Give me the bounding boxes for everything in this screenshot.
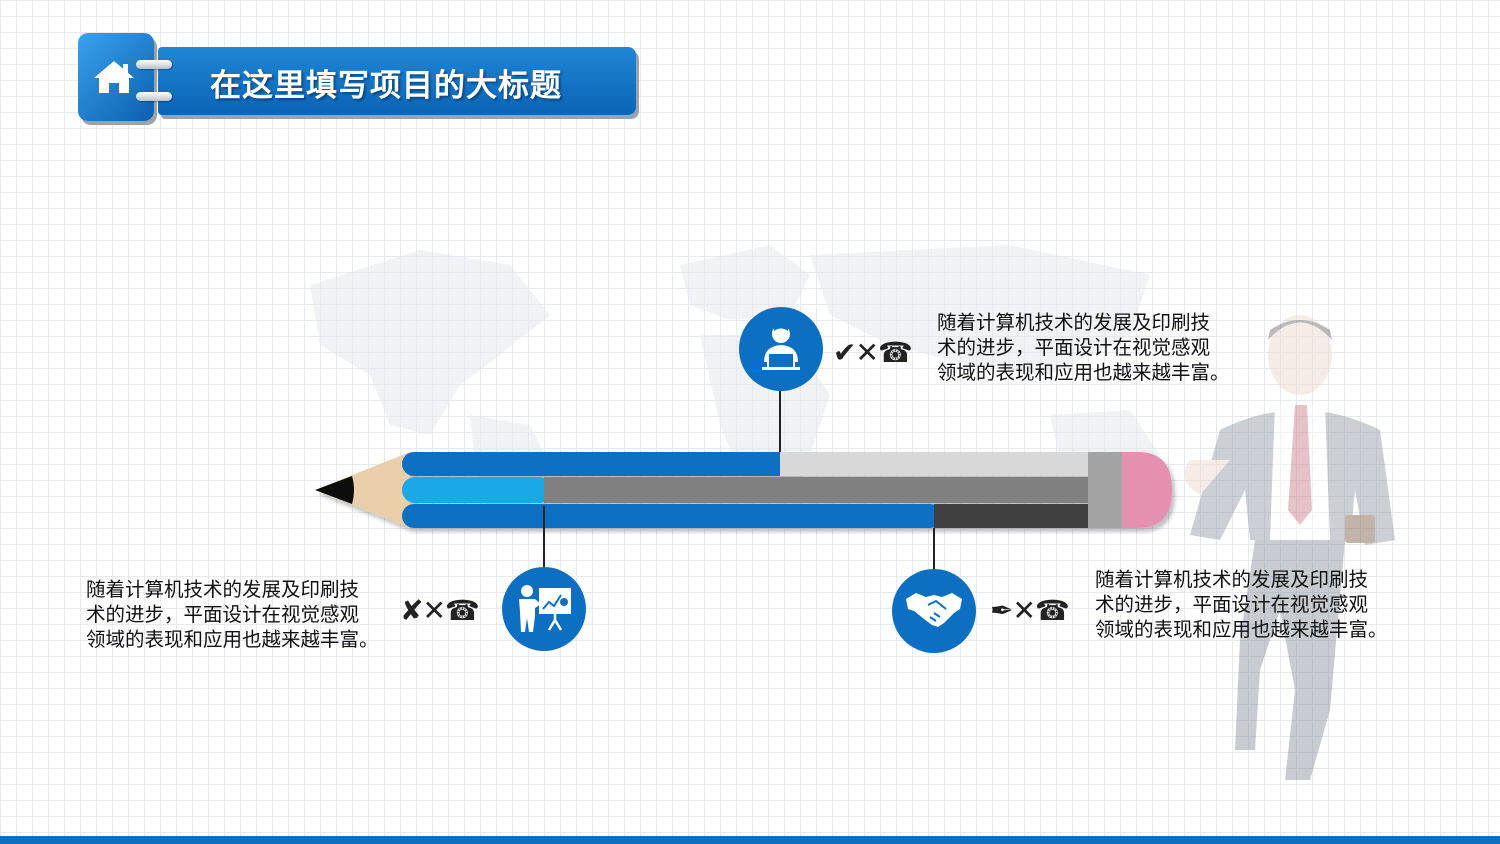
title-bar xyxy=(158,47,636,115)
description-line: 术的进步，平面设计在视觉感观 xyxy=(1095,593,1369,616)
wingdings-marks-right: ✒✕☎ xyxy=(990,594,1070,627)
description-top: 随着计算机技术的发展及印刷技 术的进步，平面设计在视觉感观 领域的表现和应用也越… xyxy=(937,310,1267,385)
description-line: 随着计算机技术的发展及印刷技 xyxy=(937,311,1211,334)
handshake-icon xyxy=(904,587,964,635)
pencil-tip-wood xyxy=(315,452,410,528)
businessman-photo xyxy=(1184,315,1395,780)
connector-line-left xyxy=(543,506,545,570)
wingdings-marks-top: ✔✕☎ xyxy=(833,336,913,369)
description-line: 术的进步，平面设计在视觉感观 xyxy=(937,336,1211,359)
pencil-stripe-mid-lightblue xyxy=(402,477,552,503)
home-icon xyxy=(92,59,136,99)
description-right: 随着计算机技术的发展及印刷技 术的进步，平面设计在视觉感观 领域的表现和应用也越… xyxy=(1095,567,1425,642)
home-button[interactable] xyxy=(78,33,154,121)
pencil-lead xyxy=(315,476,354,504)
description-line: 领域的表现和应用也越来越丰富。 xyxy=(937,361,1230,384)
pencil-timeline xyxy=(315,452,1172,528)
pencil-ferrule xyxy=(1088,452,1124,528)
wingdings-marks-left: ✘✕☎ xyxy=(400,594,480,627)
presentation-board-icon xyxy=(515,582,573,636)
description-line: 领域的表现和应用也越来越丰富。 xyxy=(86,628,379,651)
item-circle-right xyxy=(892,569,976,653)
pencil-stripe-bottom-blue xyxy=(402,504,942,528)
pencil-stripe-top-blue xyxy=(402,452,790,476)
description-line: 领域的表现和应用也越来越丰富。 xyxy=(1095,618,1388,641)
item-circle-top xyxy=(739,307,823,391)
page-title: 在这里填写项目的大标题 xyxy=(210,68,562,104)
bottom-bar xyxy=(0,836,1500,844)
binder-ring-top xyxy=(136,60,172,69)
binder-ring-bottom xyxy=(136,92,172,101)
pencil-stripe-top-gray xyxy=(780,452,1092,476)
description-left: 随着计算机技术的发展及印刷技 术的进步，平面设计在视觉感观 领域的表现和应用也越… xyxy=(86,577,416,652)
presenter-laptop-icon xyxy=(756,322,806,376)
connector-line-right xyxy=(933,528,935,570)
pencil-stripe-mid-gray xyxy=(544,477,1092,503)
description-line: 随着计算机技术的发展及印刷技 xyxy=(86,578,360,601)
description-line: 术的进步，平面设计在视觉感观 xyxy=(86,603,360,626)
pencil-stripe-bottom-dark xyxy=(934,504,1092,528)
connector-line-top xyxy=(779,390,781,452)
pencil-eraser xyxy=(1122,452,1172,528)
description-line: 随着计算机技术的发展及印刷技 xyxy=(1095,568,1369,591)
item-circle-left xyxy=(502,567,586,651)
